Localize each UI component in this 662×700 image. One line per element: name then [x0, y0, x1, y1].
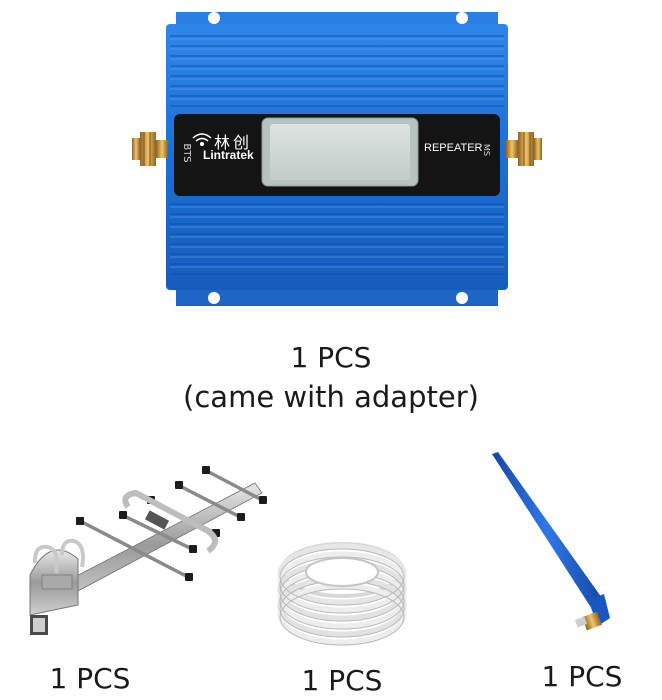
label-ms: MS — [482, 144, 491, 156]
whip-connector — [582, 611, 602, 631]
connector-bts-icon — [132, 132, 168, 166]
mount-hole-br — [456, 292, 468, 304]
connector-ms-icon — [506, 132, 542, 166]
cable-qty-caption: 1 PCS — [301, 664, 383, 697]
lcd-display — [270, 124, 410, 180]
heat-fins-top — [170, 35, 504, 107]
mount-hole-tl — [208, 12, 220, 24]
wifi-logo-icon — [192, 133, 212, 147]
mounting-bracket — [29, 538, 85, 635]
cable-coil — [277, 542, 407, 646]
brand-chinese: 林创 — [214, 133, 253, 152]
whip-qty-caption: 1 PCS — [541, 660, 623, 693]
repeater-note-caption: (came with adapter) — [183, 380, 479, 414]
folded-dipole — [122, 489, 218, 554]
top-flange — [176, 12, 498, 26]
whip-rod — [492, 452, 602, 606]
yagi-qty-caption: 1 PCS — [49, 662, 131, 695]
bottom-flange — [176, 288, 498, 306]
mount-hole-tr — [456, 12, 468, 24]
heat-fins-bottom — [170, 203, 504, 275]
brand-name: Lintratek — [203, 148, 254, 162]
label-bts: BTS — [181, 143, 192, 163]
repeater-qty-caption: 1 PCS — [290, 341, 372, 374]
repeater-unit — [132, 12, 542, 306]
whip-antenna — [492, 452, 610, 631]
yagi-antenna — [29, 466, 267, 635]
mount-hole-bl — [208, 292, 220, 304]
label-repeater: REPEATER — [424, 142, 483, 154]
